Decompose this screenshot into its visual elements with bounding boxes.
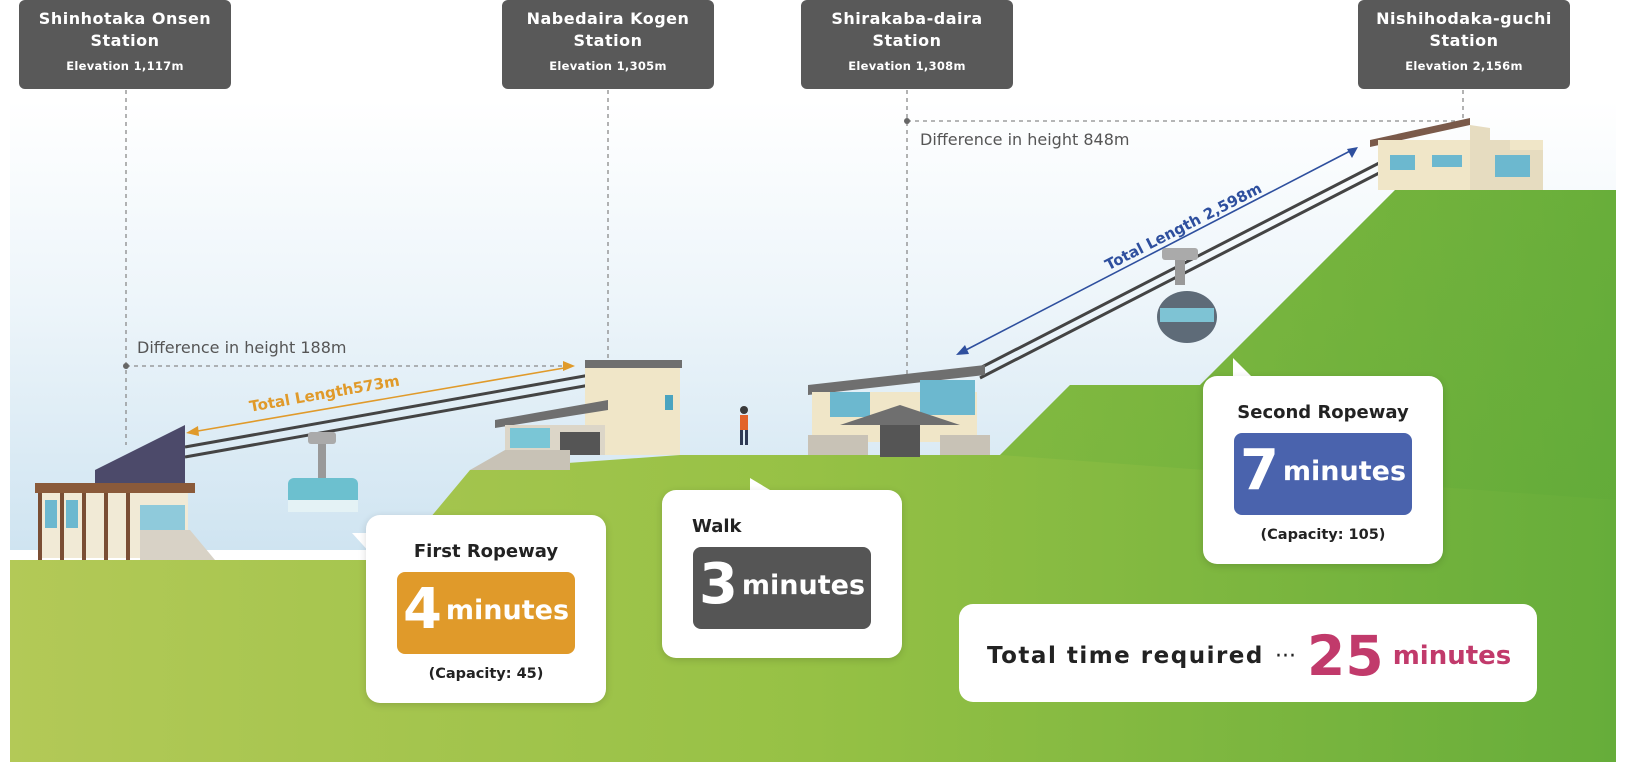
second-ropeway-capacity: (Capacity: 105)	[1260, 527, 1386, 543]
station-label-shirakaba: Shirakaba-daira Station Elevation 1,308m	[801, 0, 1013, 89]
station-name-suffix: Station	[90, 31, 160, 50]
first-ropeway-unit: minutes	[445, 594, 570, 626]
walk-callout-tail	[750, 478, 770, 490]
station-name: Shirakaba-daira	[831, 9, 983, 28]
first-cable-upper	[184, 373, 591, 449]
walker-figure	[740, 406, 748, 445]
second-length-arrowhead-b	[1347, 147, 1358, 158]
station-elevation: Elevation 2,156m	[1405, 59, 1523, 73]
nishihodaka-station-building	[1370, 118, 1543, 190]
first-gondola	[288, 432, 358, 512]
first-ropeway-capacity: (Capacity: 45)	[428, 666, 544, 682]
station-name: Nishihodaka-guchi	[1376, 9, 1552, 28]
first-length-arrow	[191, 366, 571, 433]
station-elevation: Elevation 1,117m	[66, 59, 184, 73]
total-time-minutes: 25	[1307, 624, 1384, 688]
walk-title: Walk	[692, 516, 742, 537]
second-gondola	[1157, 248, 1217, 343]
station-label-nabedaira: Nabedaira Kogen Station Elevation 1,305m	[502, 0, 714, 89]
second-height-difference: Difference in height 848m	[920, 130, 1130, 149]
walk-minutes: 3	[698, 552, 738, 617]
station-name-suffix: Station	[872, 31, 942, 50]
second-ropeway-title: Second Ropeway	[1237, 402, 1409, 423]
shirakaba-station-building	[808, 365, 990, 457]
second-ropeway-unit: minutes	[1282, 455, 1407, 487]
mountain-slope	[1000, 190, 1616, 500]
station-label-shinhotaka: Shinhotaka Onsen Station Elevation 1,117…	[19, 0, 231, 89]
first-length-arrowhead	[186, 426, 199, 436]
station-elevation: Elevation 1,305m	[549, 59, 667, 73]
first-ropeway-minutes: 4	[402, 577, 442, 642]
station-name-suffix: Station	[1429, 31, 1499, 50]
station-name-suffix: Station	[573, 31, 643, 50]
first-ropeway-title: First Ropeway	[413, 541, 559, 562]
second-callout-tail	[1233, 358, 1253, 378]
station-label-nishihodaka: Nishihodaka-guchi Station Elevation 2,15…	[1358, 0, 1570, 89]
second-length-arrowhead-a	[956, 345, 969, 355]
total-time-dots: ···	[1274, 643, 1296, 669]
total-time-label: Total time required	[987, 643, 1264, 669]
nabedaira-station-building	[470, 360, 682, 470]
first-cable-lower	[184, 383, 591, 459]
second-length-arrow	[961, 149, 1353, 353]
station-elevation: Elevation 1,308m	[848, 59, 966, 73]
walk-unit: minutes	[741, 569, 866, 601]
first-height-difference: Difference in height 188m	[137, 338, 347, 357]
total-time-unit: minutes	[1392, 641, 1512, 671]
height-marker-second	[904, 118, 910, 124]
total-time-panel: Total time required ··· 25 minutes	[959, 604, 1537, 702]
station-name: Shinhotaka Onsen	[38, 9, 212, 28]
station-name: Nabedaira Kogen	[526, 9, 690, 28]
second-ropeway-minutes: 7	[1239, 438, 1279, 503]
shinhotaka-station-building	[35, 425, 215, 560]
height-marker-first	[123, 363, 129, 369]
height-arrowhead-first	[563, 361, 575, 371]
